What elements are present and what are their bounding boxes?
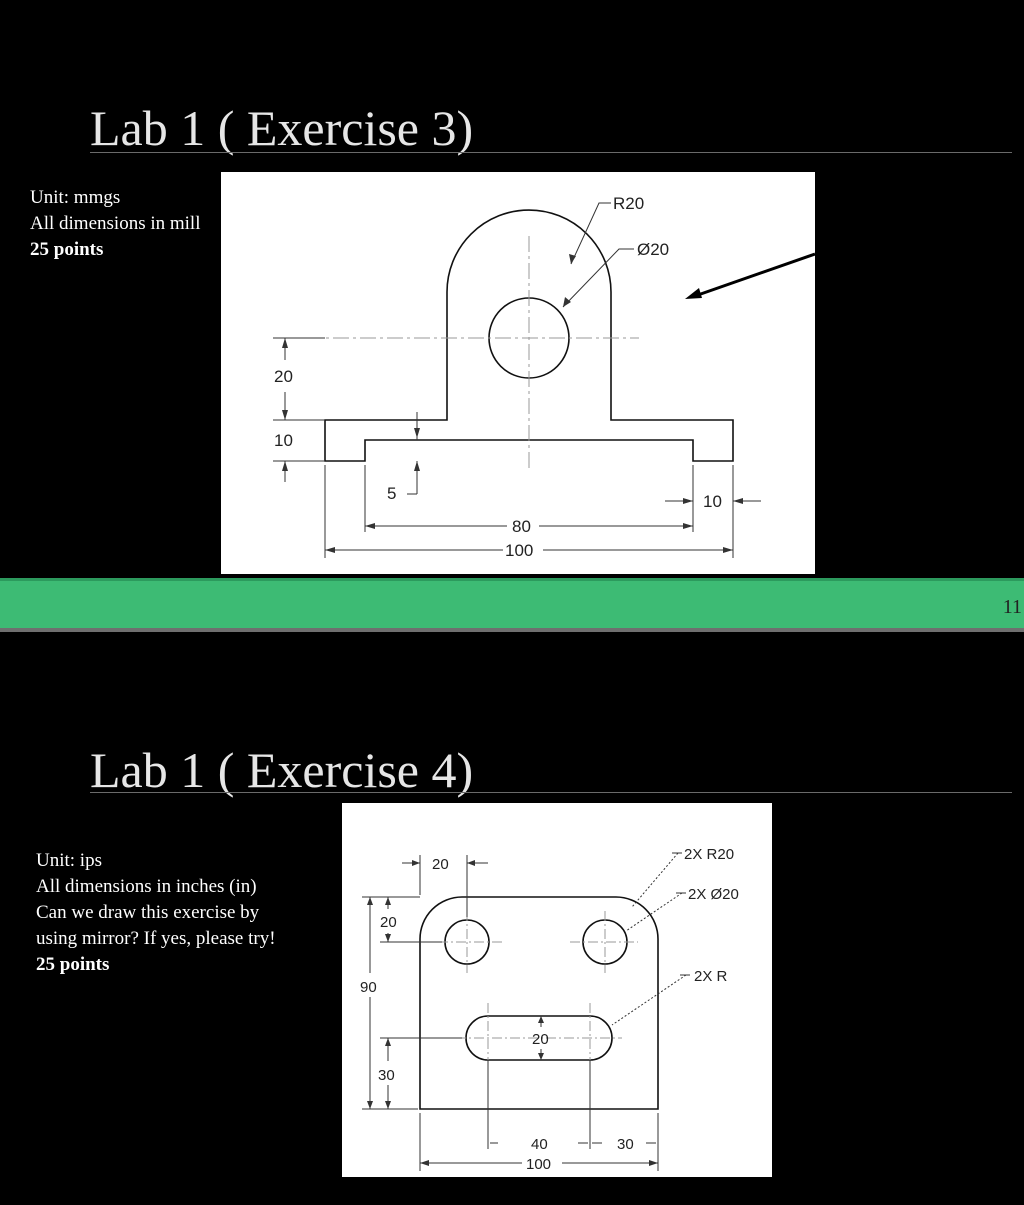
top-20-label: 20 [432,856,449,873]
annotation-arrow [685,252,815,299]
arrow-5-bottom [414,461,420,471]
arrow-20-bottom [282,410,288,420]
arrow-30-bottom [385,1101,391,1109]
arrow-80-right [683,523,693,529]
dimension-lines-left [273,337,325,482]
slot-20-label: 20 [532,1031,549,1048]
page-number: 11 [1002,596,1022,618]
info-points: 25 points [36,954,110,975]
leader-2x-r [611,974,687,1026]
arrow-100-right [723,547,733,553]
arrow-top20-b [467,860,475,866]
r20-leader [569,202,611,265]
info-points: 25 points [30,239,104,260]
info-dimensions: All dimensions in inches (in) [36,876,257,897]
arrow-20-top [282,338,288,348]
info-question-line-2: using mirror? If yes, please try! [36,928,276,949]
info-unit: Unit: mmgs [30,187,121,208]
arrow-5-top [414,428,420,438]
dim-bottom-lines [419,1060,659,1171]
arrow-100-right [649,1160,658,1166]
part-outline [324,209,734,462]
arrow-slot-top [538,1016,544,1023]
arrow-top20-a [412,860,420,866]
info-dimensions: All dimensions in mill [30,213,201,234]
dia20-label: Ø20 [637,240,669,259]
slide-title: Lab 1 ( Exercise 3) [90,100,474,156]
arrow-100-left [325,547,335,553]
leader-2x-r20 [631,852,679,908]
dim-100-label: 100 [505,541,533,560]
dim-30-bottom-label: 30 [617,1136,634,1153]
dim-5-label: 5 [387,484,396,503]
dim-90-label: 90 [360,979,377,996]
dim-100-label: 100 [526,1156,551,1173]
info-unit: Unit: ips [36,850,102,871]
drawing-exercise-4: 20 2X R20 2X Ø20 2X R [342,803,772,1177]
left-20-label: 20 [380,914,397,931]
arrow-80-left [365,523,375,529]
dim-10-right-label: 10 [703,492,722,511]
dim-5-lines [407,412,418,495]
slide-exercise-4: Lab 1 ( Exercise 4) Unit: ips All dimens… [0,632,1024,1205]
title-underline [90,792,1012,793]
label-2x-dia20: 2X Ø20 [688,886,739,903]
leader-2x-dia20 [625,892,683,932]
plate-outline [419,896,659,1110]
divider-top-line [0,578,1024,581]
extension-lines-bottom [324,465,734,558]
dim-left-lines [362,896,462,1110]
dim-20-label: 20 [274,367,293,386]
dia20-leader [562,248,634,308]
slide-info: Unit: ips All dimensions in inches (in) … [36,848,276,978]
arrow-100-left [420,1160,429,1166]
drawing-exercise-3: R20 Ø20 20 10 [221,172,815,574]
info-question-line-1: Can we draw this exercise by [36,902,260,923]
slide-info: Unit: mmgs All dimensions in mill 25 poi… [30,185,200,263]
r20-label: R20 [613,194,644,213]
arrow-slot-bottom [538,1053,544,1060]
left-30-label: 30 [378,1067,395,1084]
arrow-10-right-b [733,498,743,504]
divider-bottom-line [0,628,1024,632]
slide-exercise-3: Lab 1 ( Exercise 3) Unit: mmgs All dimen… [0,0,1024,578]
arrow-left20-bottom [385,934,391,942]
arrow-left20-top [385,897,391,905]
slide-title: Lab 1 ( Exercise 4) [90,742,474,798]
arrow-90-top [367,897,373,905]
arrow-10-right-a [683,498,693,504]
title-underline [90,152,1012,153]
label-2x-r: 2X R [694,968,728,985]
dim-40-label: 40 [531,1136,548,1153]
arrow-30-top [385,1038,391,1046]
arrow-10-bottom [282,461,288,471]
dim-80-label: 80 [512,517,531,536]
dim-10-label: 10 [274,431,293,450]
arrow-90-bottom [367,1101,373,1109]
label-2x-r20: 2X R20 [684,846,734,863]
slide-divider-bar: 11 [0,578,1024,632]
